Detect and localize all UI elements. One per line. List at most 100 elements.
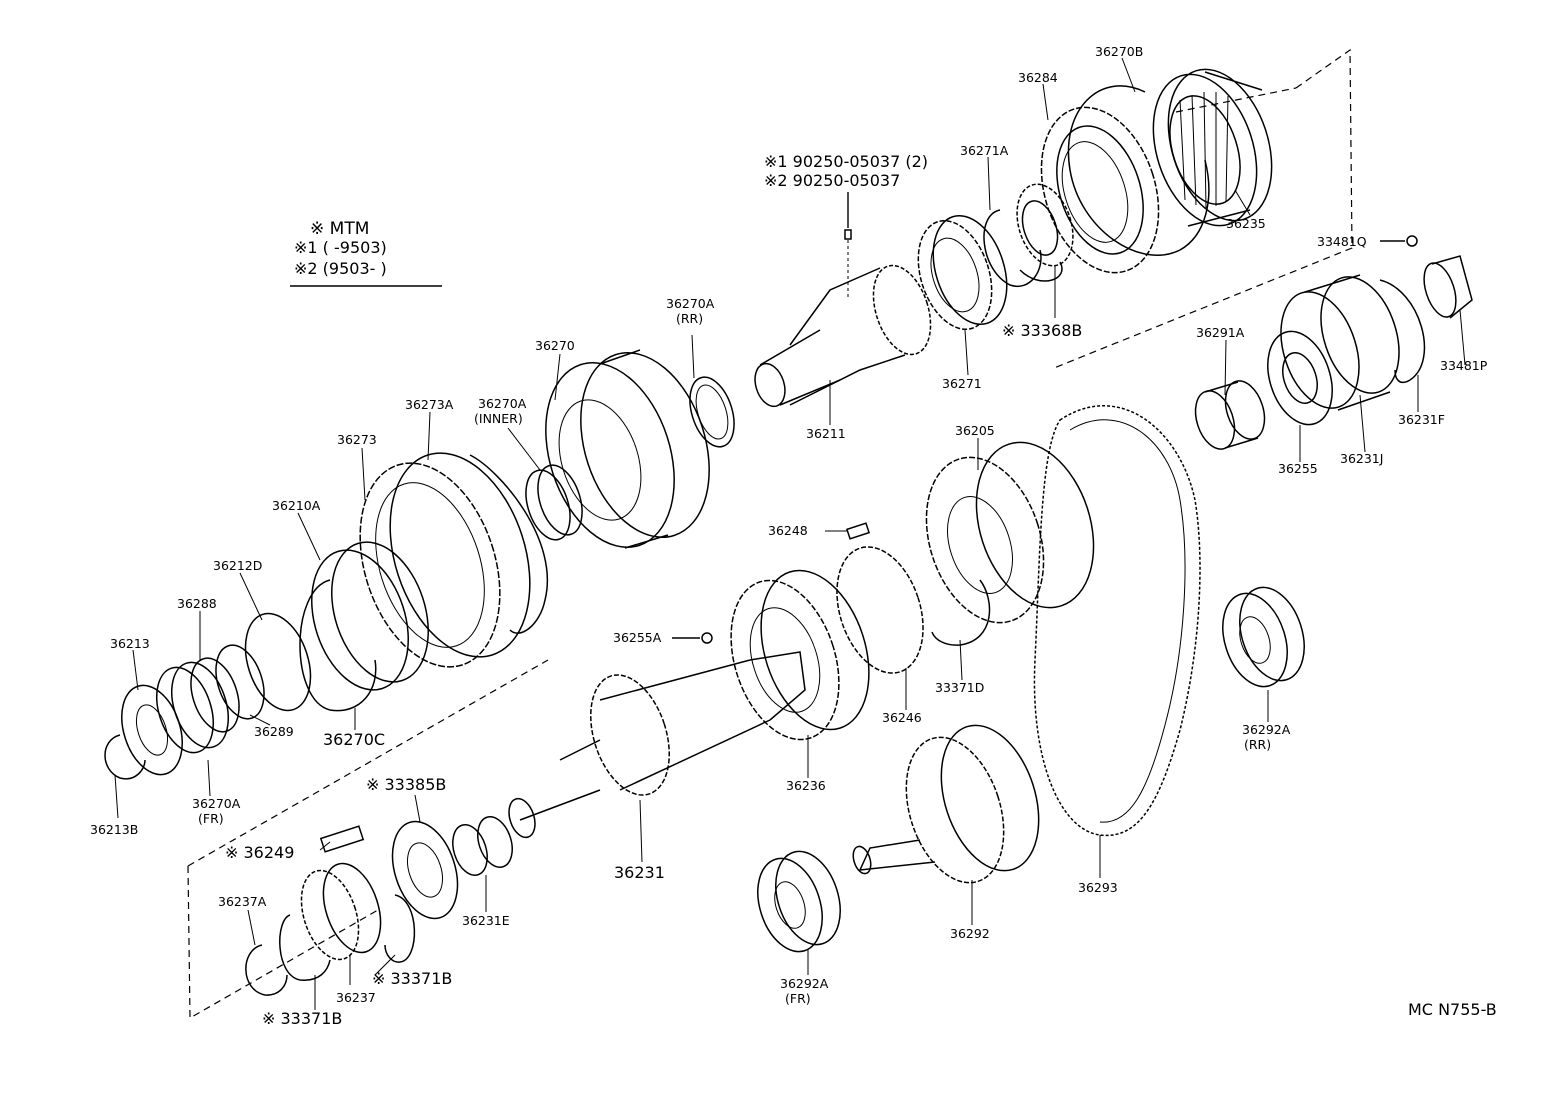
mtm-legend: ※ MTM ※1 ( -9503) ※2 (9503- ): [290, 219, 442, 287]
label-36212D: 36212D: [213, 558, 262, 573]
label-36231J: 36231J: [1340, 451, 1383, 466]
label-36231F: 36231F: [1398, 412, 1445, 427]
label-36292: 36292: [950, 926, 990, 941]
part-36211-output-shaft: [754, 264, 932, 408]
label-36271A: 36271A: [960, 143, 1009, 158]
label-36246: 36246: [882, 710, 922, 725]
part-33371D-snap-ring: [931, 579, 991, 646]
label-36255: 36255: [1278, 461, 1318, 476]
label-36291A: 36291A: [1196, 325, 1245, 340]
part-36231E-needle-bearing: [452, 816, 513, 876]
label-36273A: 36273A: [405, 397, 454, 412]
label-36205: 36205: [955, 423, 995, 438]
label-36270C: 36270C: [323, 730, 385, 749]
part-33368B-synchronizer: [1016, 183, 1074, 282]
label-36270A-rr: 36270A: [666, 296, 715, 311]
part-36249-key: [319, 825, 365, 853]
label-36270A-fr: 36270A: [192, 796, 241, 811]
part-36292A-fr-bearing: [757, 850, 841, 953]
label-36211: 36211: [806, 426, 846, 441]
label-33481P: 33481P: [1440, 358, 1488, 373]
part-36292A-rr-bearing: [1222, 586, 1305, 688]
assembly-boundary-dashed: [187, 48, 1353, 1020]
part-33481P-gear: [1423, 255, 1473, 319]
part-36270A-inner-bearing: [525, 464, 583, 541]
part-36270C-snap-ring: [299, 579, 377, 712]
label-36248: 36248: [768, 523, 808, 538]
label-36292A-rr: 36292A: [1242, 722, 1291, 737]
part-36236-clutch-hub: [730, 569, 870, 741]
label-36293: 36293: [1078, 880, 1118, 895]
part-36270-carrier: [545, 349, 710, 549]
label-36213B: 36213B: [90, 822, 138, 837]
part-36270A-rr-washer: [689, 376, 735, 448]
label-36292A-fr: 36292A: [780, 976, 829, 991]
label-36289: 36289: [254, 724, 294, 739]
label-36231E: 36231E: [462, 913, 510, 928]
legend-line-1: ※1 ( -9503): [294, 238, 387, 257]
part-36291A-needle-bearing: [1194, 380, 1266, 450]
label-rr-tag-2: (RR): [1244, 737, 1271, 752]
label-33371B-right: ※ 33371B: [372, 969, 452, 988]
label-36249: ※ 36249: [225, 843, 294, 862]
part-36210A-planetary: [311, 541, 429, 691]
label-fr-tag: (FR): [198, 811, 224, 826]
label-36284: 36284: [1018, 70, 1058, 85]
label-36237A: 36237A: [218, 894, 267, 909]
part-33371B-snap-ring-right: [384, 894, 416, 963]
part-36213-washer: [121, 684, 183, 776]
label-36271: 36271: [942, 376, 982, 391]
label-36270A-inner: 36270A: [478, 396, 527, 411]
leader-lines: [114, 57, 1466, 1010]
label-36231: 36231: [614, 863, 665, 882]
part-36271-gear: [917, 214, 1008, 331]
part-36231J-housing: [1280, 274, 1400, 411]
part-labels: 36270B 36284 36271A 36235 33481Q ※ 33368…: [90, 44, 1497, 1028]
label-33368B: ※ 33368B: [1002, 321, 1082, 340]
reference-code: MC N755-B: [1408, 1000, 1497, 1019]
part-33371B-snap-ring-left: [279, 914, 331, 981]
part-36205-drive-sprocket: [925, 441, 1095, 624]
label-36213: 36213: [110, 636, 150, 651]
part-36293-drive-chain: [1033, 405, 1201, 837]
label-36255A: 36255A: [613, 630, 662, 645]
part-36231F-snap-ring: [1379, 279, 1426, 384]
part-36284-hub: [1040, 106, 1160, 274]
part-36248-key: [845, 522, 871, 540]
label-33371D: 33371D: [935, 680, 984, 695]
part-36289-washer: [215, 644, 265, 720]
bolt-note-line-1: ※1 90250-05037 (2): [764, 152, 928, 171]
part-36292-driven-sprocket: [852, 724, 1040, 884]
label-36237: 36237: [336, 990, 376, 1005]
label-36270B: 36270B: [1095, 44, 1143, 59]
part-36255A-ball: [672, 632, 713, 644]
bolt-note-line-2: ※2 90250-05037: [764, 171, 900, 190]
label-36210A: 36210A: [272, 498, 321, 513]
part-36288-ring: [190, 657, 240, 733]
label-36270: 36270: [535, 338, 575, 353]
part-36213B-snap-ring: [104, 734, 146, 780]
part-36237-gear: [300, 862, 382, 961]
part-36270B-snap-ring: [1067, 85, 1210, 256]
part-36212D-ring: [244, 612, 312, 712]
label-36288: 36288: [177, 596, 217, 611]
bolt-note: ※1 90250-05037 (2) ※2 90250-05037: [764, 152, 928, 300]
label-36236: 36236: [786, 778, 826, 793]
label-rr-tag: (RR): [676, 311, 703, 326]
part-36235-sleeve: [1152, 68, 1273, 227]
part-33385B-washer: [391, 820, 459, 920]
label-fr-tag-2: (FR): [785, 991, 811, 1006]
part-36231-input-shaft: [508, 651, 806, 839]
part-36255-washer: [1267, 330, 1333, 426]
label-36273: 36273: [337, 432, 377, 447]
legend-line-2: ※2 (9503- ): [294, 259, 387, 278]
label-33371B-left: ※ 33371B: [262, 1009, 342, 1028]
part-36273-ring-gear: [359, 452, 531, 668]
label-33385B: ※ 33385B: [366, 775, 446, 794]
label-33481Q: 33481Q: [1317, 234, 1367, 249]
part-36237A-snap-ring: [245, 944, 288, 996]
legend-title: ※ MTM: [310, 219, 369, 239]
label-36235: 36235: [1226, 216, 1266, 231]
label-inner-tag: (INNER): [474, 411, 523, 426]
